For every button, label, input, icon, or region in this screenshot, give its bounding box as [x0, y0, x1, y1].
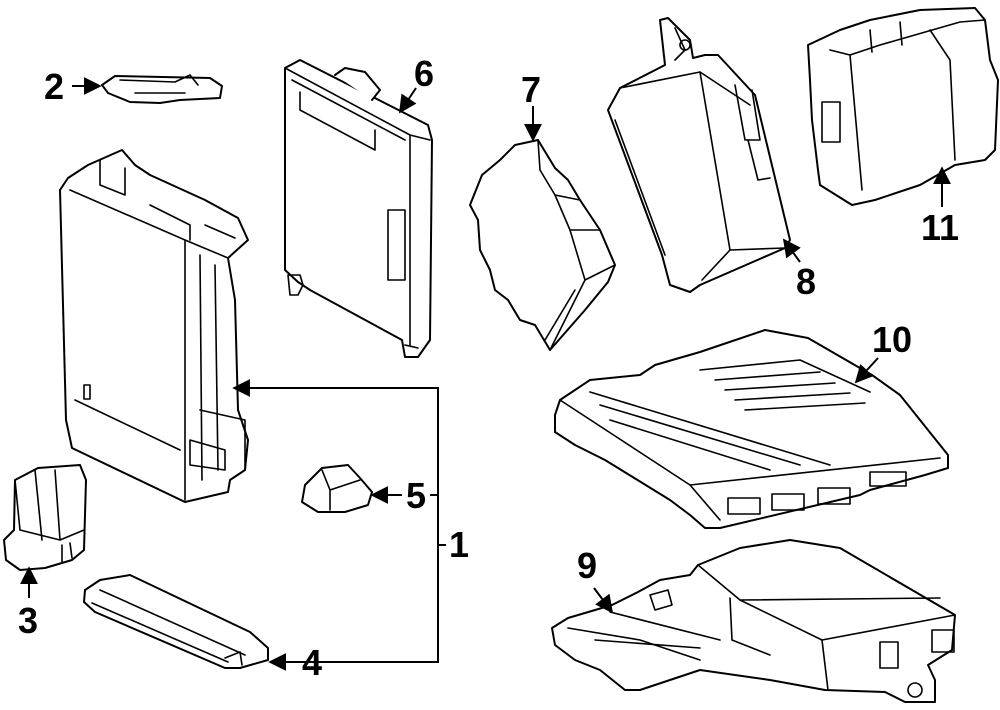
part-7-module[interactable]: [469, 139, 616, 351]
part-6-module[interactable]: [284, 59, 433, 358]
callout-7: 7: [521, 69, 541, 110]
part-11-module[interactable]: [807, 7, 999, 206]
part-10-ecu[interactable]: [554, 329, 949, 529]
part-5-relay[interactable]: [301, 464, 373, 513]
part-3-bracket[interactable]: [3, 464, 87, 571]
callout-3: 3: [18, 600, 38, 641]
callout-1: 1: [449, 524, 469, 565]
callout-4: 4: [302, 642, 322, 683]
callout-2: 2: [44, 66, 64, 107]
part-8-module[interactable]: [607, 17, 791, 293]
callouts: 1 2 3 4 5 6 7 8 9 10 11: [18, 53, 959, 683]
part-4-cover[interactable]: [83, 574, 269, 669]
part-2-clip[interactable]: [101, 74, 223, 104]
part-9-module[interactable]: [551, 539, 956, 703]
callout-5: 5: [406, 475, 426, 516]
callout-10: 10: [872, 319, 912, 360]
callout-9: 9: [577, 545, 597, 586]
callout-11: 11: [921, 207, 959, 248]
callout-6: 6: [414, 53, 434, 94]
callout-8: 8: [796, 261, 816, 302]
part-1-junction-block[interactable]: [59, 149, 249, 503]
leader-lines: [20, 77, 951, 671]
